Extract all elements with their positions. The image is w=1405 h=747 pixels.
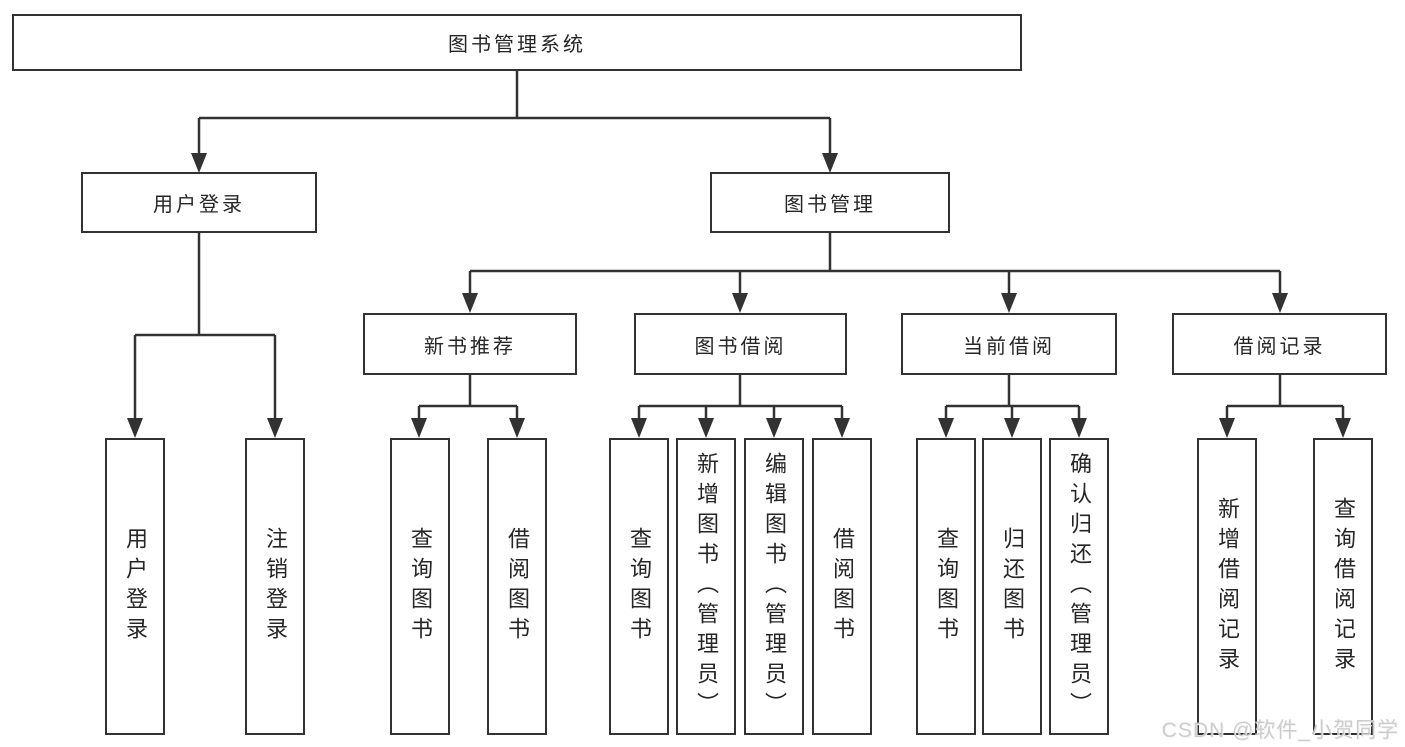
node-borrowing-edit-books-admin: 编辑图书（管理员）	[744, 438, 804, 735]
node-recommend-borrow-books: 借阅图书	[487, 438, 547, 735]
node-current-borrowing: 当前借阅	[901, 313, 1117, 375]
arrow-current-confirm	[1071, 418, 1087, 438]
node-current-query-books-label: 查询图书	[934, 526, 959, 647]
node-new-book-recommend-label: 新书推荐	[424, 335, 516, 358]
node-new-book-recommend: 新书推荐	[363, 313, 577, 375]
node-user-login-action-label: 用户登录	[123, 526, 148, 647]
arrow-current-query	[938, 418, 954, 438]
connector-user-login-branch	[133, 233, 277, 421]
node-current-return-books: 归还图书	[982, 438, 1042, 735]
arrow-to-user-login	[191, 153, 207, 173]
node-user-login-label: 用户登录	[153, 194, 245, 216]
node-records-query-record-label: 查询借阅记录	[1331, 496, 1356, 677]
node-logout-label: 注销登录	[263, 526, 288, 647]
arrow-to-logout-leaf	[267, 418, 283, 438]
arrow-to-book-management	[822, 153, 838, 173]
connector-current-branch	[944, 375, 1081, 421]
node-records-query-record: 查询借阅记录	[1313, 438, 1373, 735]
node-recommend-query-books-label: 查询图书	[408, 526, 433, 647]
node-borrowing-query-books-label: 查询图书	[627, 526, 652, 647]
node-borrowing-query-books: 查询图书	[609, 438, 669, 735]
node-logout: 注销登录	[245, 438, 305, 735]
arrow-to-user-login-leaf	[127, 418, 143, 438]
node-user-login: 用户登录	[81, 172, 317, 233]
node-borrowing-borrow-books: 借阅图书	[812, 438, 872, 735]
node-records-add-record-label: 新增借阅记录	[1215, 496, 1240, 677]
arrow-borrowing-borrow	[834, 418, 850, 438]
node-borrowing-add-books-admin-label: 新增图书（管理员）	[694, 451, 719, 722]
connector-root-branch	[197, 71, 832, 156]
arrow-to-borrowing-records	[1272, 293, 1288, 313]
node-records-add-record: 新增借阅记录	[1197, 438, 1257, 735]
node-user-login-action: 用户登录	[105, 438, 165, 735]
connector-recommend-branch	[417, 375, 519, 421]
node-book-management-label: 图书管理	[784, 194, 876, 216]
arrow-recommend-borrow	[509, 418, 525, 438]
node-current-return-books-label: 归还图书	[1000, 526, 1025, 647]
node-borrowing-add-books-admin: 新增图书（管理员）	[676, 438, 736, 735]
node-recommend-borrow-books-label: 借阅图书	[505, 526, 530, 647]
arrow-current-return	[1004, 418, 1020, 438]
node-borrowing-borrow-books-label: 借阅图书	[830, 526, 855, 647]
node-library-system: 图书管理系统	[12, 14, 1022, 71]
node-library-system-label: 图书管理系统	[448, 34, 586, 56]
csdn-watermark: CSDN @软件_小贺同学	[1161, 719, 1399, 742]
node-current-borrowing-label: 当前借阅	[963, 335, 1055, 358]
connector-borrowing-branch	[637, 375, 844, 421]
connector-records-branch	[1225, 375, 1345, 421]
arrow-borrowing-edit	[766, 418, 782, 438]
arrow-to-book-borrowing	[732, 293, 748, 313]
node-borrowing-records-label: 借阅记录	[1233, 335, 1326, 358]
node-current-confirm-return-admin: 确认归还（管理员）	[1049, 438, 1109, 735]
connector-book-management-branch	[468, 233, 1282, 296]
arrow-borrowing-query	[631, 418, 647, 438]
node-recommend-query-books: 查询图书	[390, 438, 450, 735]
node-borrowing-edit-books-admin-label: 编辑图书（管理员）	[762, 451, 787, 722]
arrow-records-add	[1219, 418, 1235, 438]
node-book-management: 图书管理	[710, 172, 950, 233]
node-book-borrowing: 图书借阅	[634, 313, 847, 375]
arrow-to-current-borrowing	[1001, 293, 1017, 313]
node-current-query-books: 查询图书	[916, 438, 976, 735]
arrow-borrowing-add	[698, 418, 714, 438]
node-current-confirm-return-admin-label: 确认归还（管理员）	[1067, 451, 1092, 722]
arrow-records-query	[1335, 418, 1351, 438]
node-borrowing-records: 借阅记录	[1172, 313, 1387, 375]
node-book-borrowing-label: 图书借阅	[694, 335, 787, 358]
arrow-to-new-book-recommend	[462, 293, 478, 313]
arrow-recommend-query	[411, 418, 427, 438]
